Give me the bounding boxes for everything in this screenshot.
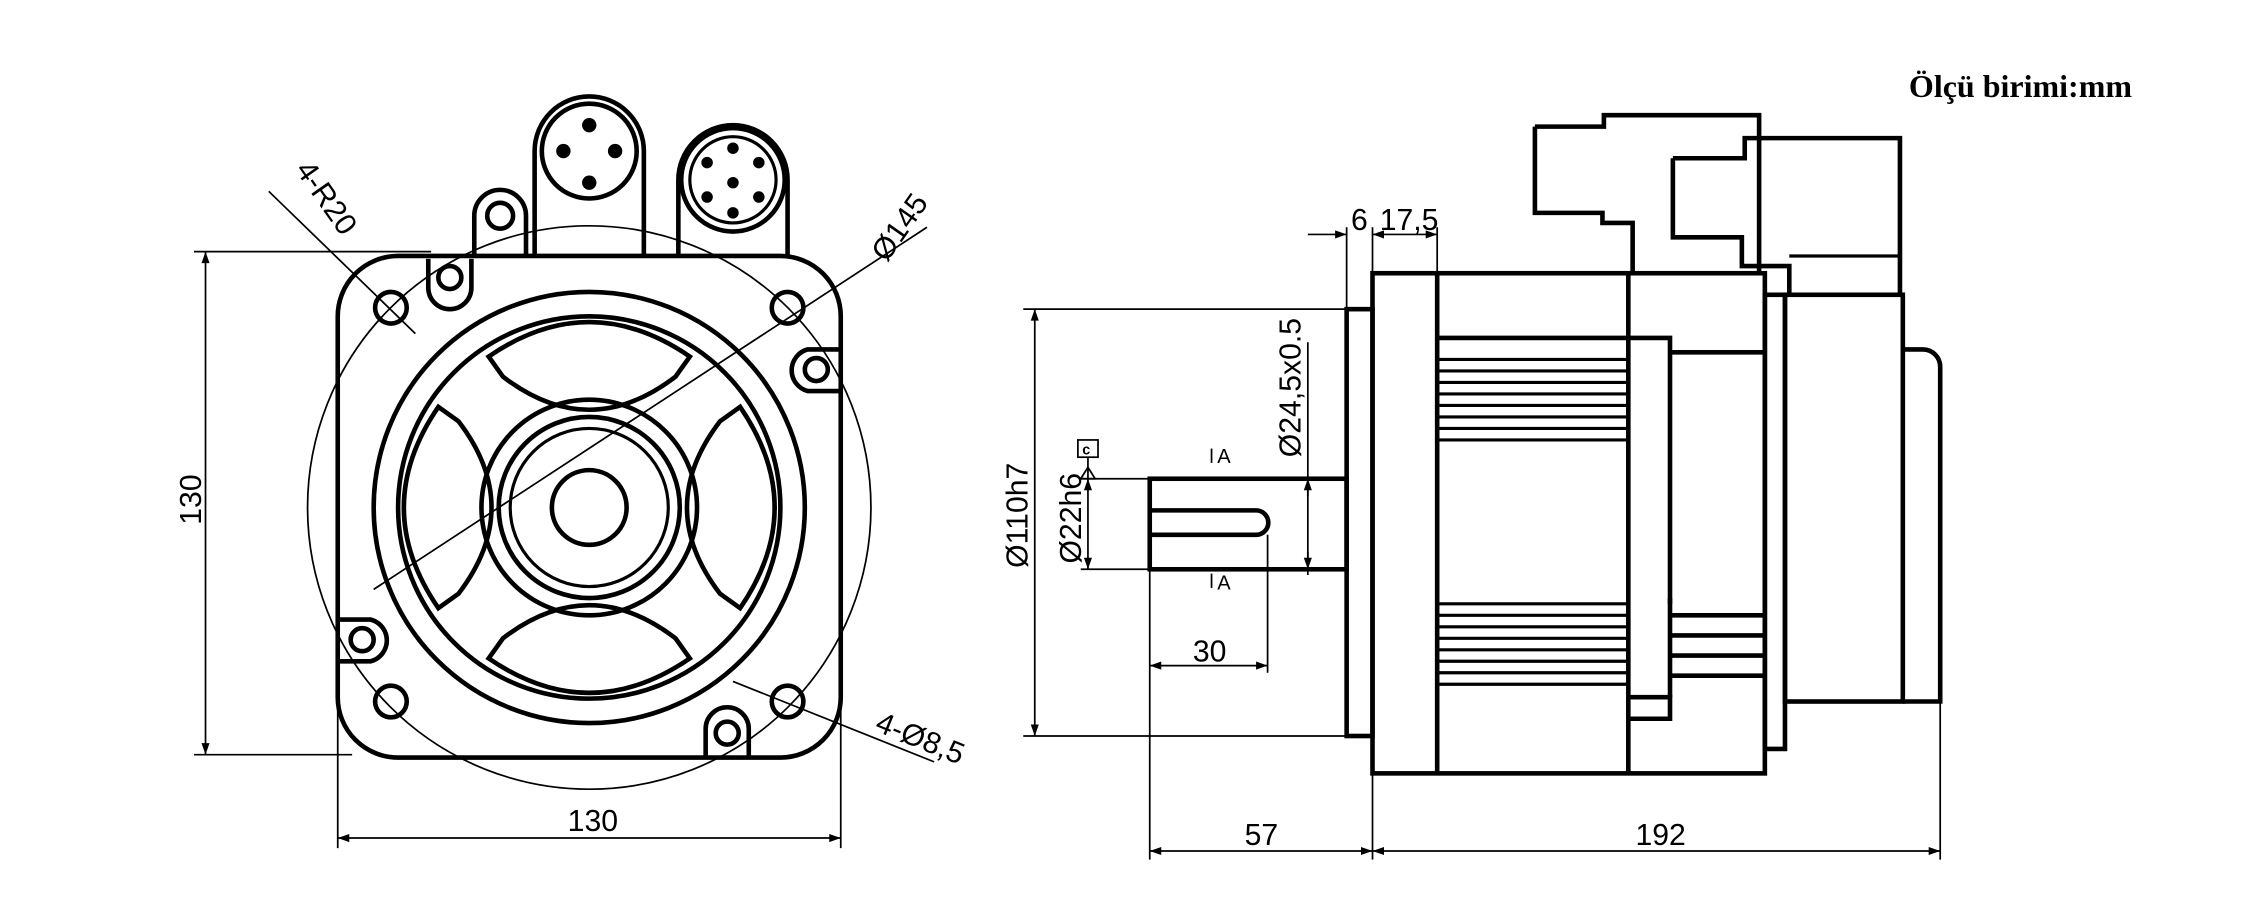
- pilot-diameter-label: Ø110h7: [1002, 463, 1035, 568]
- outer-ring: [371, 289, 808, 726]
- section-mark-top: A: [1217, 446, 1231, 468]
- width-label: 130: [568, 805, 618, 838]
- unit-note: Ölçü birimi:mm: [1908, 68, 2132, 104]
- side-view: 6 17,5 Ø24,5x0.5 A A c Ø110h7 Ø22h6 30 5…: [1002, 112, 1943, 860]
- section-mark-bottom: A: [1217, 572, 1231, 594]
- shaft: [1147, 476, 1349, 572]
- ground-stud: [471, 187, 529, 256]
- inner-ring: [395, 314, 783, 701]
- shaft-length-label: 57: [1245, 819, 1279, 852]
- datum-label: c: [1082, 442, 1090, 458]
- holes-leader: [732, 680, 935, 763]
- hub-outer: [479, 397, 700, 618]
- diameter-leader: [373, 226, 928, 591]
- hub-mid: [496, 414, 683, 601]
- flange-outline: [335, 253, 844, 760]
- shoulder-diameter-label: Ø24,5x0.5: [1275, 318, 1308, 457]
- height-label: 130: [175, 474, 208, 524]
- cooling-fins: [1437, 335, 1765, 722]
- hub-inner: [508, 426, 670, 589]
- power-connector-side: [1532, 112, 1762, 274]
- encoder-cap: [1902, 347, 1943, 704]
- bolt-circle: [306, 224, 872, 791]
- bolt-circle-label: Ø145: [865, 188, 934, 267]
- holes-label: 4-Ø8,5: [871, 706, 969, 771]
- encoder-cover: [1782, 292, 1906, 704]
- key-length-label: 30: [1193, 635, 1227, 668]
- front-view: 4-R20 Ø145 130 130 4-Ø8,5: [175, 94, 969, 849]
- keyway: [1149, 508, 1271, 538]
- rear-spacer: [1762, 292, 1788, 752]
- body-length-label: 192: [1636, 819, 1686, 852]
- flange-thickness-label: 6: [1351, 204, 1368, 237]
- power-connector: [532, 94, 647, 256]
- shaft-diameter-label: Ø22h6: [1055, 473, 1088, 564]
- bosses: [337, 258, 841, 758]
- encoder-connector: [676, 122, 790, 256]
- spigot-offset-label: 17,5: [1380, 204, 1439, 237]
- encoder-connector-side: [1670, 135, 1903, 295]
- corner-radius-label: 4-R20: [289, 155, 363, 241]
- pilot: [1344, 306, 1375, 739]
- shaft-end: [549, 467, 629, 548]
- datum-box: [1077, 439, 1099, 459]
- window-segments: [401, 319, 777, 696]
- radius-leader: [268, 190, 416, 335]
- motor-body: [1370, 270, 1768, 776]
- mounting-holes: [372, 289, 806, 720]
